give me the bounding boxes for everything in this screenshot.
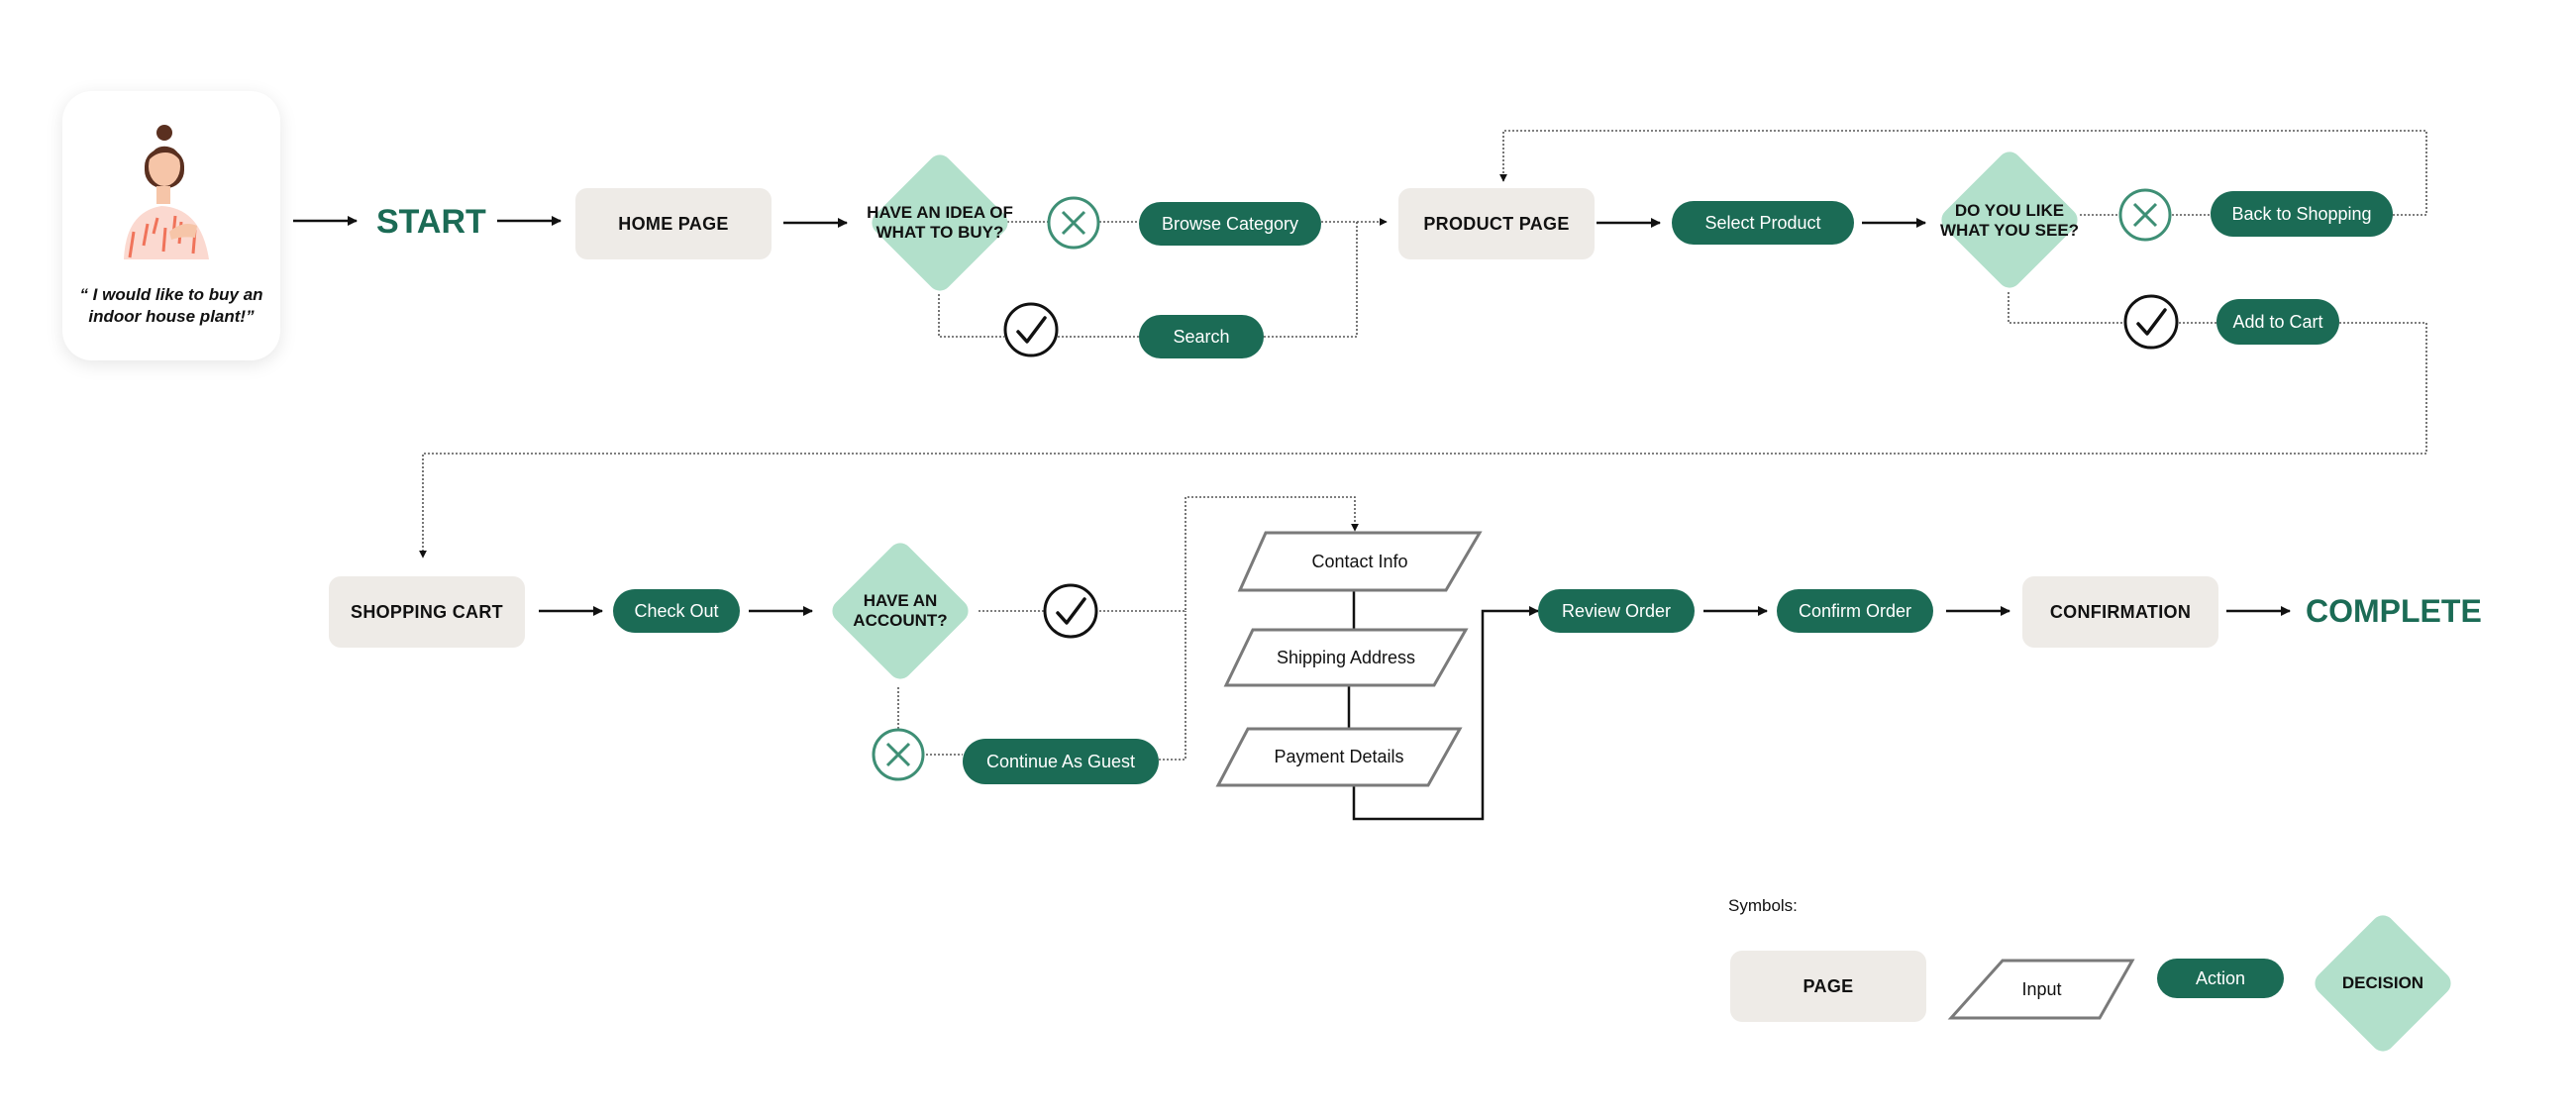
input-shape-payment: [1215, 727, 1463, 787]
input-shipping-address[interactable]: Shipping Address: [1276, 647, 1416, 667]
legend-input: Input: [2021, 978, 2062, 999]
start-label: START: [376, 203, 486, 241]
legend-decision: DECISION: [2341, 973, 2424, 992]
dotted-guest-inputs: [1159, 611, 1186, 761]
dotted-like-yes: [2008, 292, 2124, 324]
decision-account: HAVE AN ACCOUNT?: [853, 591, 948, 630]
decision-like: DO YOU LIKE WHAT YOU SEE?: [1939, 201, 2080, 240]
woman-avatar-icon: [124, 125, 209, 259]
x-circle-icon: [1047, 196, 1100, 250]
x-circle-icon: [2118, 188, 2172, 242]
dotted-search-product: [1264, 222, 1358, 338]
action-select-product[interactable]: Select Product: [1672, 201, 1854, 245]
action-check-out[interactable]: Check Out: [613, 589, 740, 633]
complete-label: COMPLETE: [2306, 593, 2482, 629]
action-review-order[interactable]: Review Order: [1538, 589, 1695, 633]
decision-idea: HAVE AN IDEA OF WHAT TO BUY?: [867, 203, 1013, 242]
legend-input-shape: [1947, 959, 2135, 1020]
dotted-addcart-cart: [419, 322, 2427, 558]
input-shape-shipping: [1223, 628, 1469, 687]
page-shopping-cart[interactable]: SHOPPING CART: [329, 576, 525, 648]
legend-action: Action: [2157, 959, 2284, 998]
page-home[interactable]: HOME PAGE: [575, 188, 772, 259]
dotted-back-product: [1499, 130, 2427, 216]
legend-page: PAGE: [1730, 951, 1926, 1022]
dotted-yes-inputs: [1099, 496, 1359, 612]
persona-quote: “ I would like to buy an indoor house pl…: [79, 285, 263, 326]
dotted-decision-yes: [938, 294, 1004, 338]
check-circle-icon: [1003, 302, 1059, 357]
action-back-to-shopping[interactable]: Back to Shopping: [2211, 191, 2393, 237]
input-payment-details[interactable]: Payment Details: [1274, 747, 1404, 766]
check-circle-icon: [1043, 583, 1098, 639]
persona-card: “ I would like to buy an indoor house pl…: [62, 91, 280, 360]
action-continue-as-guest[interactable]: Continue As Guest: [963, 739, 1159, 784]
action-add-to-cart[interactable]: Add to Cart: [2216, 299, 2339, 345]
input-shape-contact: [1237, 531, 1483, 592]
x-circle-icon: [872, 728, 925, 781]
action-browse-category[interactable]: Browse Category: [1139, 202, 1321, 246]
line-payment-review: [1352, 606, 1539, 821]
input-contact-info[interactable]: Contact Info: [1311, 551, 1408, 571]
action-confirm-order[interactable]: Confirm Order: [1777, 589, 1933, 633]
check-circle-icon: [2123, 294, 2179, 350]
page-product[interactable]: PRODUCT PAGE: [1398, 188, 1595, 259]
page-confirmation[interactable]: CONFIRMATION: [2022, 576, 2218, 648]
action-search[interactable]: Search: [1139, 315, 1264, 358]
legend-title: Symbols:: [1728, 896, 1798, 915]
